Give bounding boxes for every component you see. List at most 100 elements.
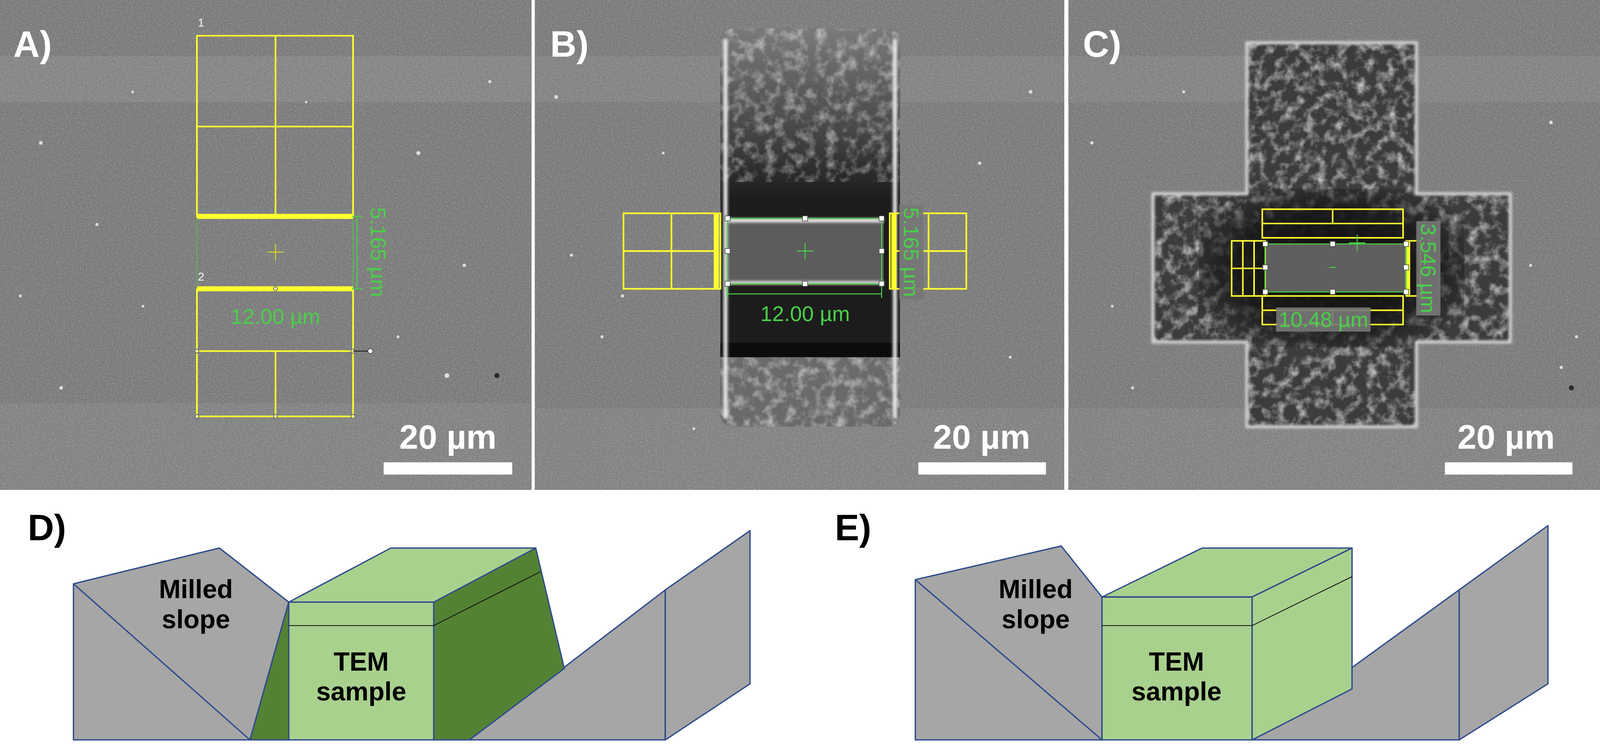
art-shape (1101, 596, 1253, 740)
art-shape (720, 355, 900, 427)
art-shape (1199, 188, 1465, 347)
art-shape (1182, 90, 1186, 94)
art-shape (1403, 241, 1409, 247)
art-shape (665, 530, 751, 740)
art-shape (727, 218, 882, 284)
slope-label-region: Milled slope (976, 574, 1096, 635)
art-shape (367, 348, 373, 354)
art-shape (1131, 386, 1135, 390)
art-shape (1262, 264, 1268, 270)
art-shape (1028, 89, 1033, 94)
scale-bar-label: 20 µm (1457, 418, 1555, 455)
dimension-text: 12.00 µm (230, 305, 321, 328)
art-shape (534, 0, 1065, 490)
art-shape (802, 280, 808, 287)
art-shape (462, 263, 466, 267)
scale-bar-label: 20 µm (933, 418, 1031, 455)
art-shape (352, 218, 354, 289)
node-label: TEM sample (1109, 646, 1244, 707)
art-shape (1151, 40, 1513, 429)
art-shape (1101, 624, 1253, 626)
sem-panel-c (1068, 0, 1600, 490)
art-shape (356, 216, 358, 289)
panel-letter: E) (834, 508, 872, 547)
art-shape (494, 372, 500, 379)
art-shape (194, 414, 199, 419)
art-shape (250, 601, 289, 740)
dimension-text: 5.165 µm (899, 204, 924, 300)
art-shape (396, 335, 400, 338)
art-shape (288, 624, 434, 626)
art-shape (1265, 243, 1406, 292)
art-shape (1568, 385, 1574, 391)
scale-bar-label: 20 µm (399, 418, 497, 455)
art-shape (1575, 335, 1579, 339)
art-shape (196, 213, 354, 219)
art-shape (692, 427, 696, 430)
node-label: Milled slope (976, 574, 1096, 635)
art-shape (720, 342, 900, 358)
art-shape (59, 385, 64, 390)
dimension-text: 3.546 µm (1416, 221, 1441, 316)
panel-letter: A) (13, 24, 52, 64)
art-shape (720, 28, 900, 182)
art-shape (1459, 525, 1549, 740)
art-shape (1068, 0, 1600, 490)
art-shape (196, 288, 354, 417)
art-shape (915, 579, 1102, 740)
art-shape (131, 90, 134, 94)
art-shape (727, 293, 882, 295)
sem-panel-a (0, 0, 532, 490)
art-shape (1262, 289, 1268, 295)
art-shape (534, 0, 1065, 490)
sample-face-region: TEM sample (295, 646, 427, 707)
art-shape (726, 218, 885, 285)
art-shape (977, 161, 982, 165)
art-shape (569, 253, 573, 257)
art-shape (879, 215, 885, 222)
art-shape (194, 349, 199, 354)
art-shape (1329, 266, 1336, 268)
art-shape (623, 213, 721, 289)
schematic-d (73, 530, 750, 740)
art-shape (19, 80, 492, 390)
panel-letter: C) (1082, 24, 1122, 64)
art-shape (1265, 243, 1406, 292)
art-shape (73, 547, 289, 740)
art-shape (1265, 234, 1406, 292)
art-shape (304, 100, 308, 104)
art-shape (19, 294, 22, 298)
dimension-text: 10.48 µm (1276, 307, 1371, 332)
art-shape (433, 571, 541, 626)
art-shape (1151, 40, 1513, 429)
art-shape (891, 213, 897, 289)
art-shape (274, 351, 277, 417)
panel-letter: D) (27, 508, 67, 547)
art-shape (95, 223, 99, 227)
art-shape (1559, 365, 1563, 369)
art-shape (725, 280, 731, 287)
art-shape (351, 215, 363, 218)
node-label: Milled slope (136, 574, 256, 635)
art-shape (1403, 264, 1409, 270)
art-shape (725, 38, 895, 419)
art-shape (727, 218, 882, 298)
art-shape (879, 280, 885, 287)
art-shape (879, 248, 885, 254)
art-shape (273, 286, 278, 291)
art-shape (1111, 304, 1114, 308)
art-shape (141, 304, 145, 308)
art-shape (720, 28, 900, 203)
art-shape (1231, 267, 1266, 270)
art-shape (288, 601, 434, 740)
art-shape (273, 414, 278, 419)
art-shape (488, 80, 492, 84)
art-shape (915, 545, 1102, 740)
art-shape (554, 95, 558, 99)
art-shape (194, 286, 356, 419)
sem-panel-b (534, 0, 1065, 490)
art-shape (351, 288, 363, 290)
art-shape (416, 150, 421, 155)
art-shape (723, 38, 728, 419)
art-shape (267, 243, 284, 260)
